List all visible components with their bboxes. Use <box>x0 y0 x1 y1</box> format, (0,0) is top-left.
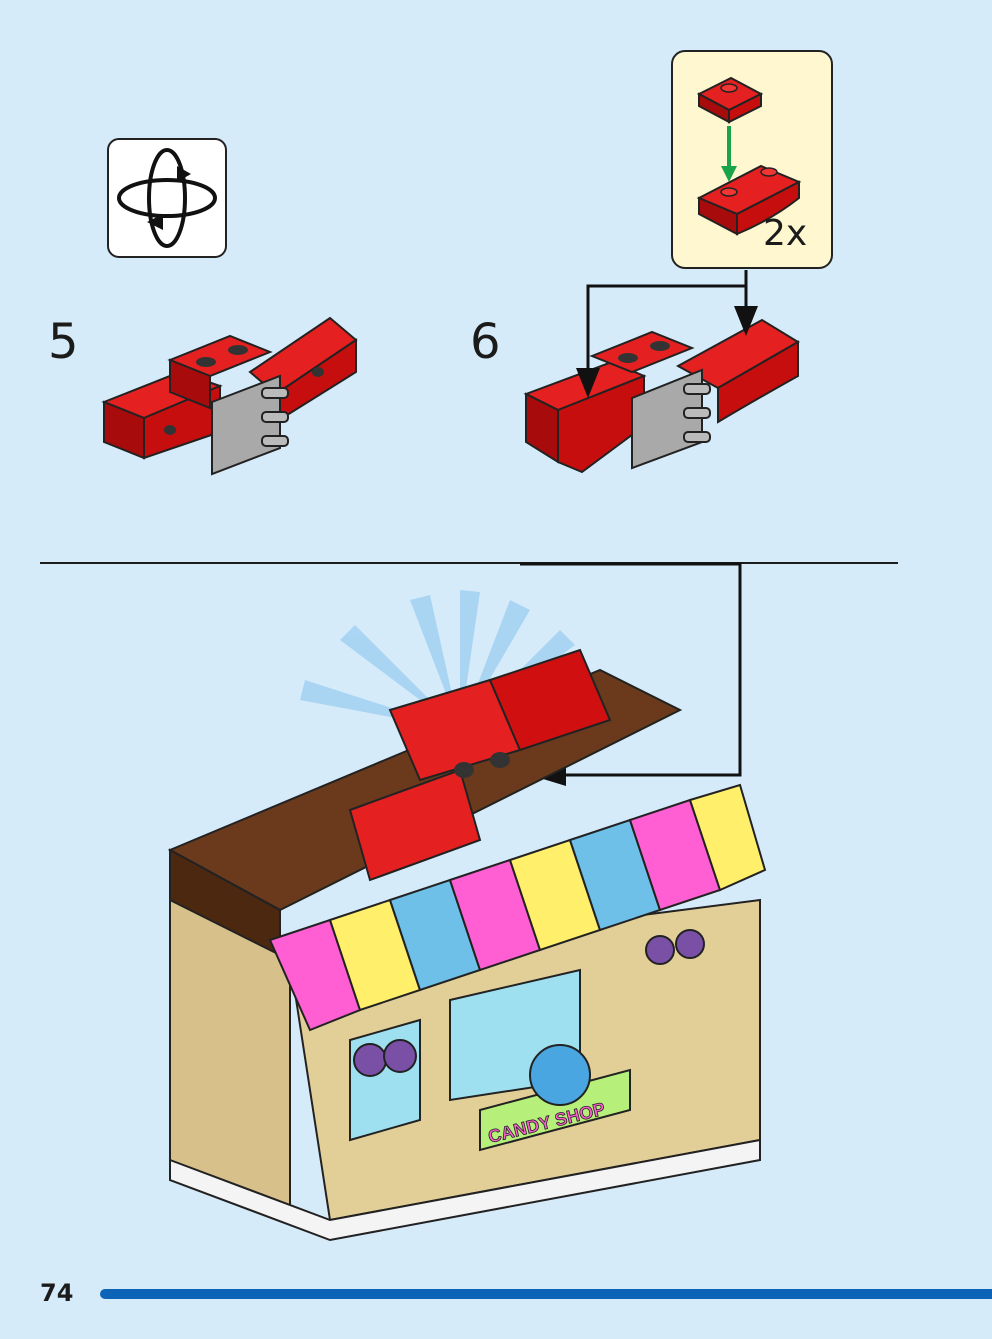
section-divider <box>40 562 898 564</box>
rotate-model-box <box>107 138 227 258</box>
callout-quantity: 2x <box>763 213 808 254</box>
page-number: 74 <box>40 1279 74 1307</box>
sub-assembly-callout: 2x <box>671 50 833 269</box>
insert-arrow-icon <box>576 270 758 398</box>
callout-parts-illustration <box>696 76 802 236</box>
progress-bar <box>100 1289 992 1299</box>
step-number-6: 6 <box>470 314 501 370</box>
step-5-model <box>101 316 358 476</box>
rotate-model-icon <box>117 148 217 248</box>
step-number-5: 5 <box>48 314 79 370</box>
candy-shop-model: CANDY SHOP <box>167 590 767 1242</box>
